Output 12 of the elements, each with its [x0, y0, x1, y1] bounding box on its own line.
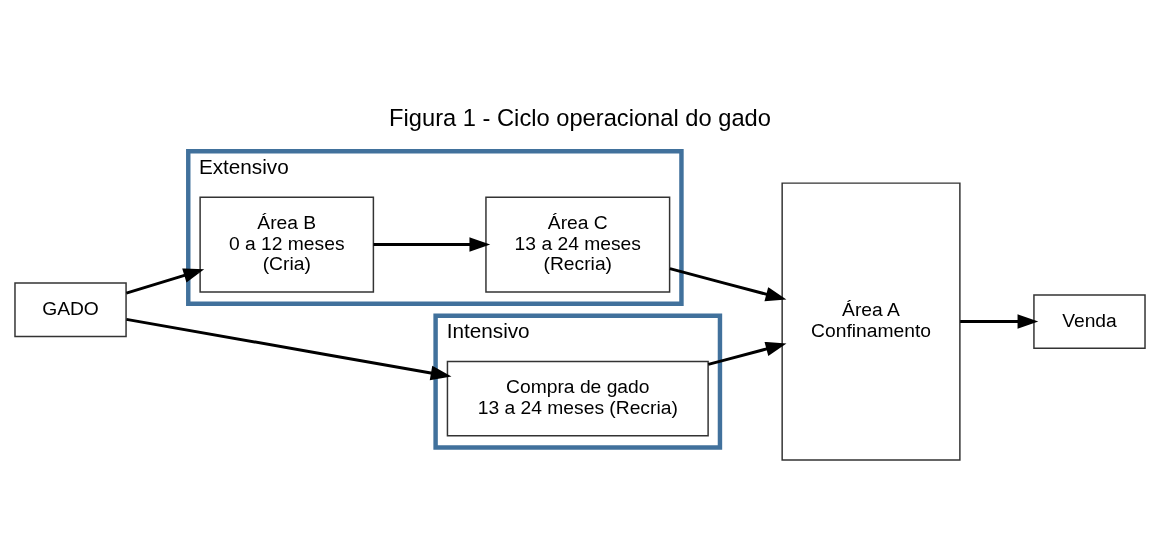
node-box: Venda — [1033, 293, 1146, 349]
node-box: Área A Confinamento — [781, 181, 961, 461]
node-box: Área C 13 a 24 meses (Recria) — [485, 195, 671, 293]
arrow — [125, 267, 205, 295]
arrow — [373, 236, 491, 252]
node-box: Área B 0 a 12 meses (Cria) — [199, 195, 375, 293]
diagram-title: Figura 1 - Ciclo operacional do gado — [389, 104, 771, 131]
arrow — [126, 317, 452, 380]
node-box: Compra de gado 13 a 24 meses (Recria) — [446, 360, 709, 436]
arrow — [960, 313, 1039, 329]
arrow — [669, 266, 787, 301]
node-box: GADO — [14, 281, 127, 337]
